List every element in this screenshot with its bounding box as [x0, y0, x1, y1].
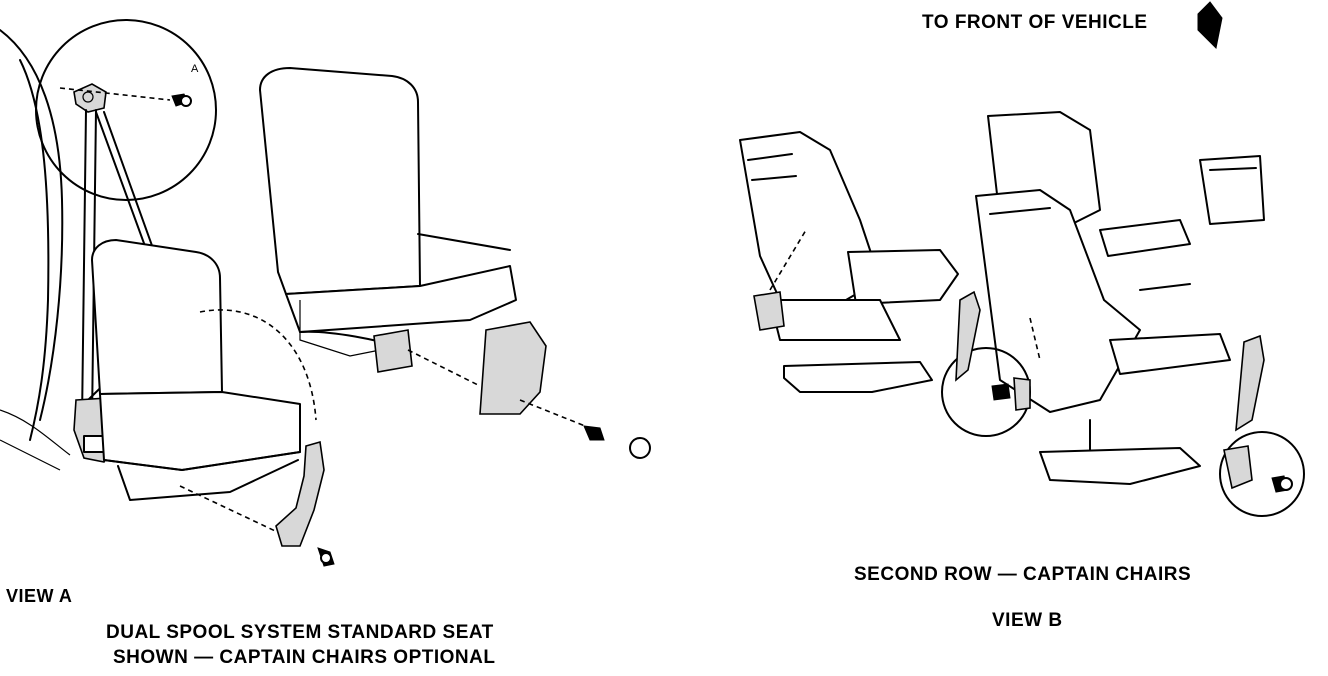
- view-a-illustration: [0, 19, 651, 567]
- view-a-label: VIEW A: [6, 586, 73, 606]
- buckle-callout-circle-left: [941, 290, 1041, 437]
- standard-seat: [91, 239, 317, 539]
- captain-chair-left: [739, 131, 959, 393]
- anchor-callout-circle: [35, 19, 217, 201]
- view-a-caption-line2: SHOWN — CAPTAIN CHAIRS OPTIONAL: [113, 647, 496, 668]
- view-b-label: VIEW B: [992, 610, 1063, 631]
- seat-far-right: [1199, 155, 1265, 225]
- front-of-vehicle-label: TO FRONT OF VEHICLE: [922, 12, 1148, 33]
- view-b-illustration: [739, 1, 1305, 517]
- captain-chair-right: [975, 111, 1231, 485]
- callout-a-label: A: [191, 63, 199, 75]
- view-b-caption: SECOND ROW — CAPTAIN CHAIRS: [854, 564, 1192, 585]
- buckle-bracket-a: [275, 440, 335, 567]
- view-a-caption-line1: DUAL SPOOL SYSTEM STANDARD SEAT: [106, 622, 494, 643]
- vehicle-pillar: [0, 29, 71, 471]
- rear-seat-a: [259, 67, 517, 357]
- arrow-icon: [1197, 1, 1223, 50]
- buckle-callout-circle-right: [1219, 334, 1305, 517]
- bracket-hardware: [373, 321, 651, 459]
